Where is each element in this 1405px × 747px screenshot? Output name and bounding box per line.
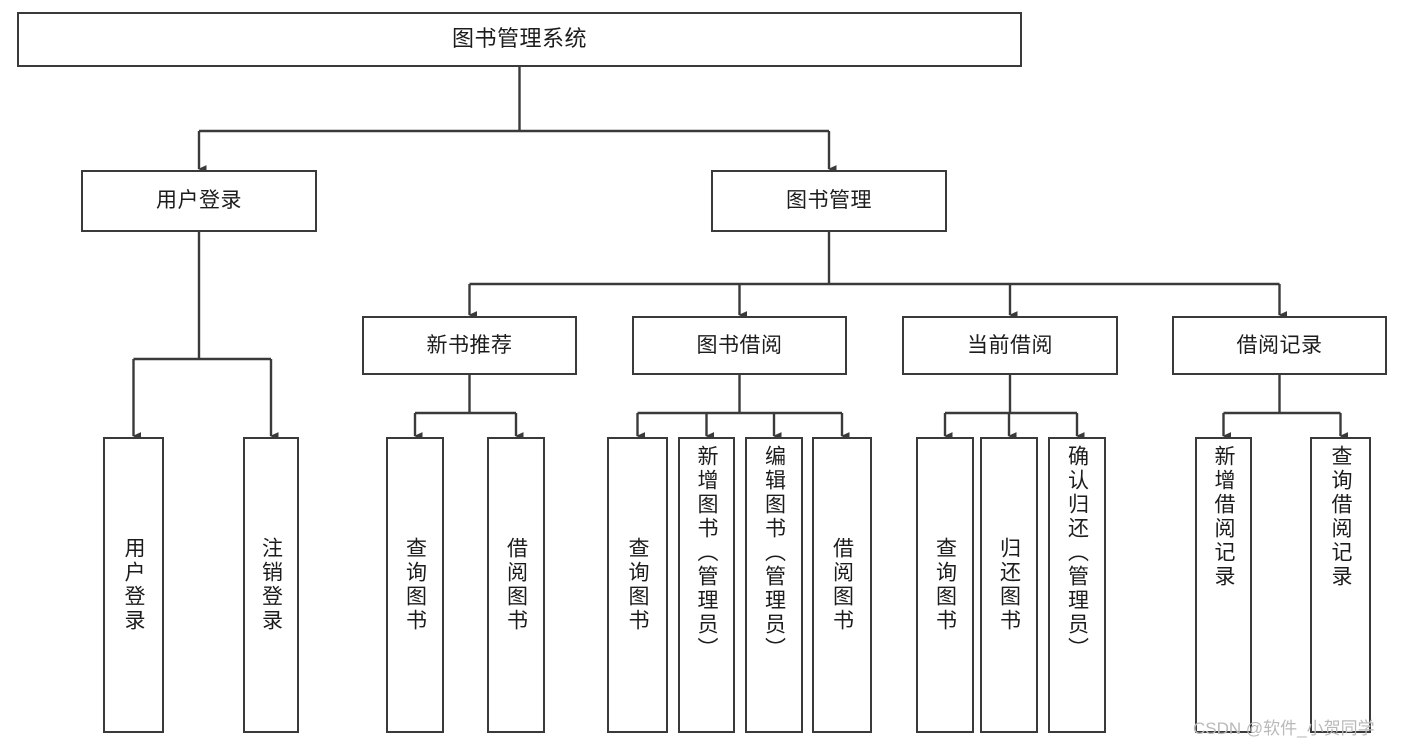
node-label: 查询图书 bbox=[403, 537, 427, 633]
node-label: 查询图书 bbox=[626, 537, 649, 633]
node-label: 图书管理 bbox=[786, 189, 872, 213]
node-label: 编辑图书（管理员） bbox=[762, 445, 786, 661]
node-label: 借阅记录 bbox=[1236, 333, 1323, 357]
node-label: 借阅图书 bbox=[504, 537, 528, 633]
node-leaf-query-record[interactable]: 查询借阅记录 bbox=[1310, 437, 1371, 733]
node-leaf-query-book-2[interactable]: 查询图书 bbox=[607, 437, 668, 733]
node-new-book-rec[interactable]: 新书推荐 bbox=[362, 316, 577, 375]
node-leaf-query-book-1[interactable]: 查询图书 bbox=[386, 437, 444, 733]
node-label: 查询图书 bbox=[933, 537, 957, 633]
node-label: 图书管理系统 bbox=[451, 26, 587, 52]
node-leaf-add-book[interactable]: 新增图书（管理员） bbox=[678, 437, 735, 733]
node-label: 当前借阅 bbox=[967, 333, 1053, 357]
node-book-manage[interactable]: 图书管理 bbox=[711, 170, 947, 232]
node-leaf-user-logout[interactable]: 注销登录 bbox=[243, 437, 299, 733]
node-leaf-borrow-book-2[interactable]: 借阅图书 bbox=[812, 437, 872, 733]
node-borrow-record[interactable]: 借阅记录 bbox=[1172, 316, 1387, 375]
node-label: 确认归还（管理员） bbox=[1065, 445, 1089, 661]
node-leaf-add-record[interactable]: 新增借阅记录 bbox=[1195, 437, 1252, 733]
node-user-login[interactable]: 用户登录 bbox=[81, 170, 317, 232]
node-book-borrow[interactable]: 图书借阅 bbox=[632, 316, 847, 375]
node-leaf-query-book-3[interactable]: 查询图书 bbox=[916, 437, 974, 733]
node-label: 新书推荐 bbox=[426, 333, 513, 357]
node-root[interactable]: 图书管理系统 bbox=[17, 12, 1022, 67]
node-label: 借阅图书 bbox=[830, 537, 854, 633]
node-label: 新增借阅记录 bbox=[1212, 445, 1235, 589]
node-current-borrow[interactable]: 当前借阅 bbox=[902, 316, 1118, 375]
node-label: 归还图书 bbox=[997, 537, 1021, 633]
node-label: 新增图书（管理员） bbox=[695, 445, 718, 661]
node-leaf-confirm-return[interactable]: 确认归还（管理员） bbox=[1048, 437, 1106, 733]
node-leaf-edit-book[interactable]: 编辑图书（管理员） bbox=[745, 437, 803, 733]
node-label: 用户登录 bbox=[156, 189, 242, 213]
node-leaf-return-book[interactable]: 归还图书 bbox=[980, 437, 1038, 733]
node-leaf-borrow-book-1[interactable]: 借阅图书 bbox=[487, 437, 545, 733]
node-label: 用户登录 bbox=[122, 537, 145, 633]
node-label: 注销登录 bbox=[259, 537, 283, 633]
node-label: 查询借阅记录 bbox=[1329, 445, 1352, 589]
node-label: 图书借阅 bbox=[696, 333, 783, 357]
node-leaf-user-login[interactable]: 用户登录 bbox=[103, 437, 164, 733]
